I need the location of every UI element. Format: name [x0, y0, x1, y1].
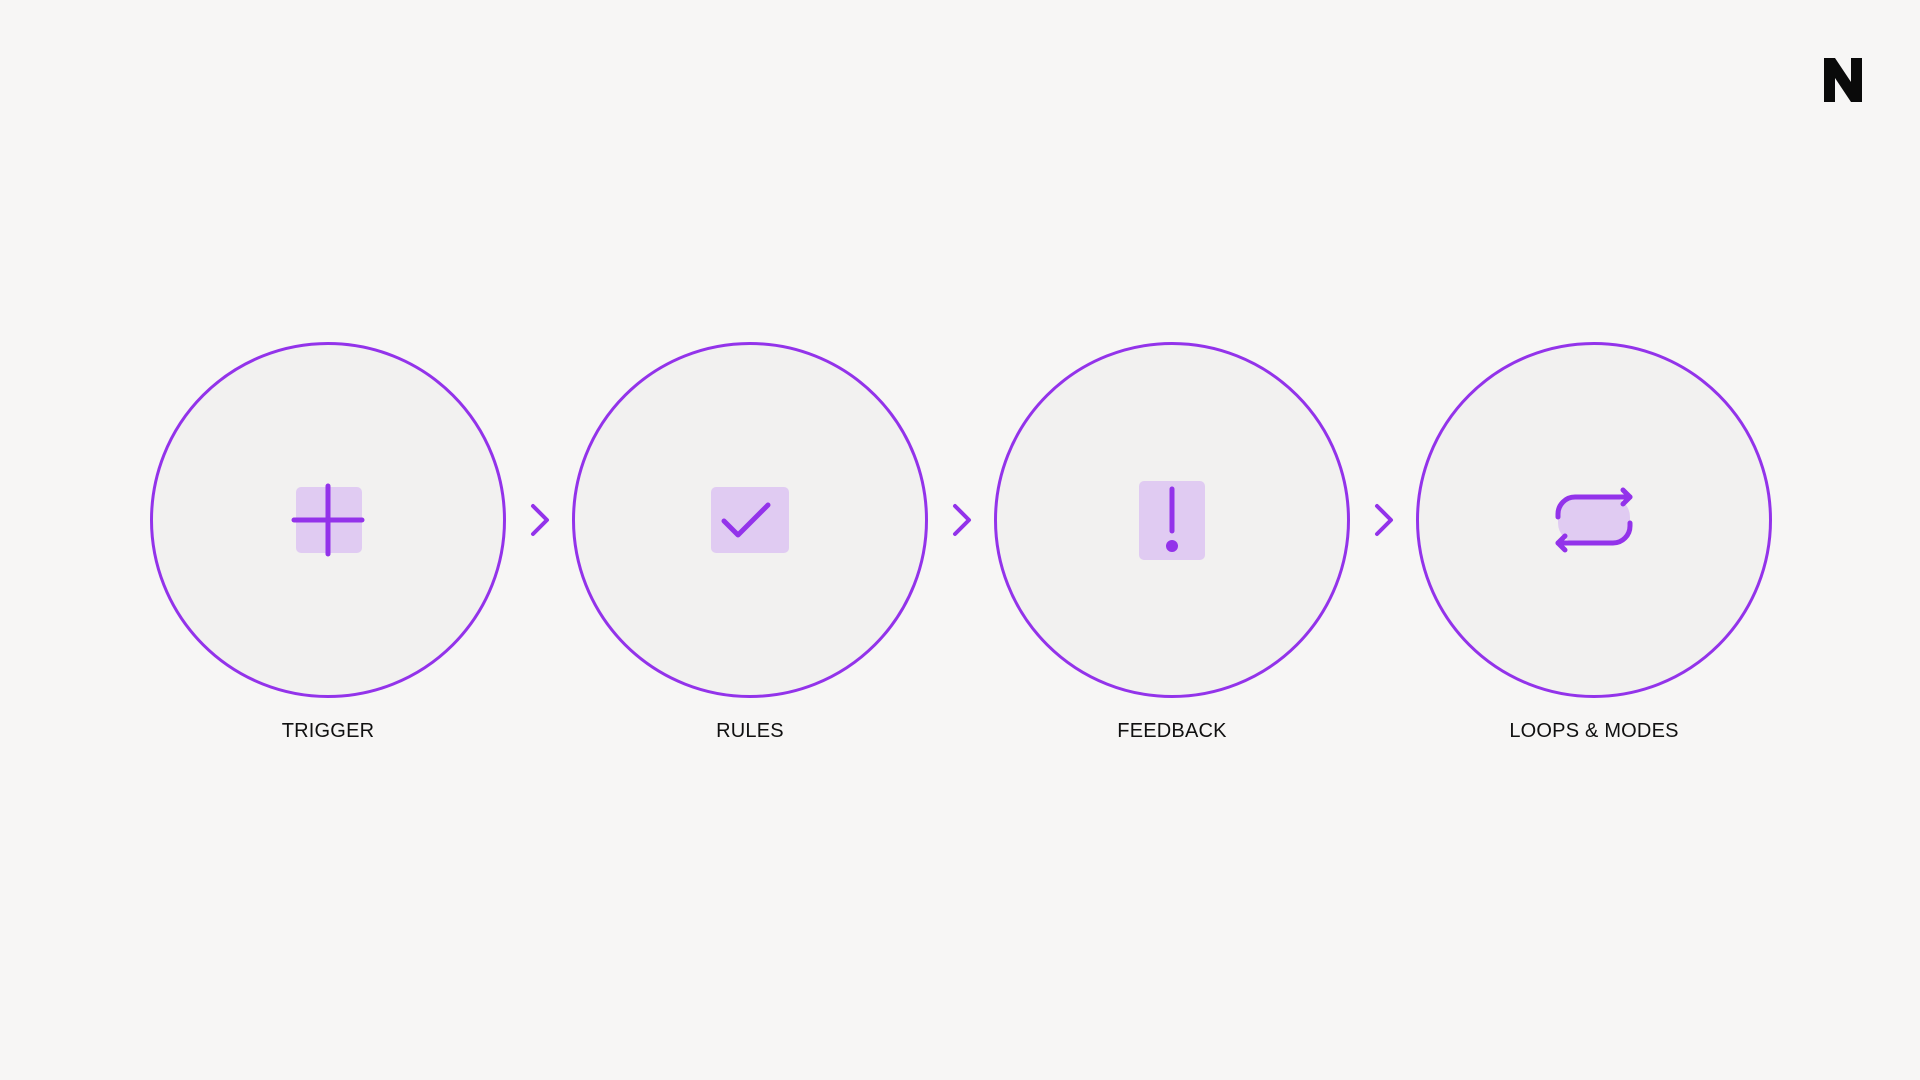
chevron-right-icon	[951, 500, 975, 540]
n-logo-icon	[1824, 58, 1862, 102]
step-loops-modes-circle	[1416, 342, 1772, 698]
repeat-icon	[1544, 470, 1644, 570]
chevron-right-icon	[529, 500, 553, 540]
step-rules-label: RULES	[716, 720, 784, 742]
exclamation-icon	[1122, 470, 1222, 570]
step-trigger-label: TRIGGER	[281, 720, 375, 742]
step-feedback-label: FEEDBACK	[1117, 720, 1227, 742]
step-rules-circle	[572, 342, 928, 698]
chevron-right-icon	[1373, 500, 1397, 540]
step-loops-modes-label: LOOPS & MODES	[1509, 720, 1679, 742]
checkmark-icon	[700, 470, 800, 570]
step-feedback-circle	[994, 342, 1350, 698]
plus-icon	[278, 470, 378, 570]
step-trigger-circle	[150, 342, 506, 698]
